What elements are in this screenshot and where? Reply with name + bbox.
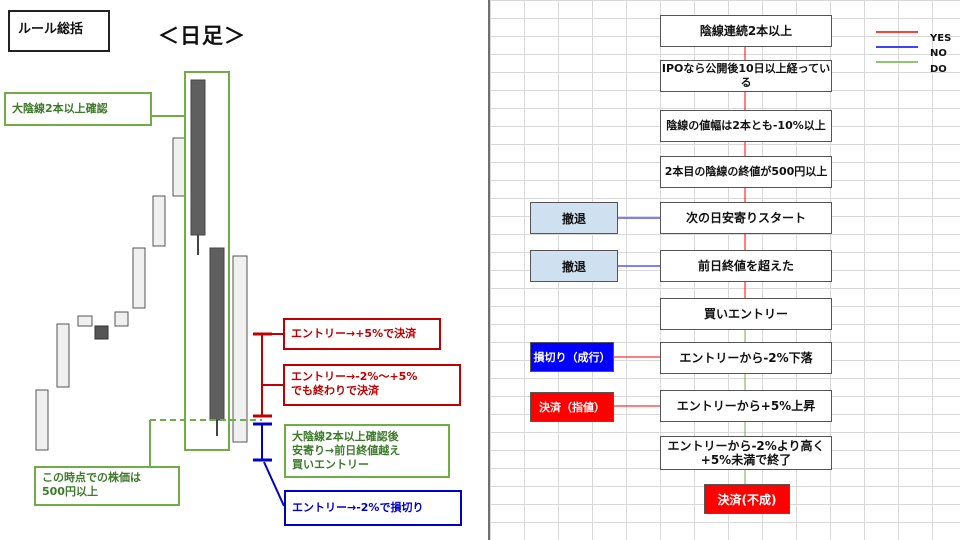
selection-frame: [184, 71, 230, 451]
legend-yes: YES: [930, 33, 952, 44]
step-close-500: 2本目の陰線の終値が500円以上: [660, 156, 832, 188]
range-line-1: エントリー→-2%〜+5%: [291, 370, 418, 383]
price-note-line-1: この時点での株価は: [42, 471, 141, 484]
candle-3: [77, 315, 93, 327]
step-between-line-1: エントリーから-2%より高く: [667, 439, 825, 453]
candle-next-day: [232, 255, 248, 443]
flowchart-panel: YES NO DO 陰線連続2本以上 IPOなら公開後10日以上経っている 陰線…: [490, 0, 960, 540]
step-range-minus-10: 陰線の値幅は2本とも-10%以上: [660, 110, 832, 142]
confirm-annotation: 大陰線2本以上確認: [4, 92, 152, 126]
price-note-line-2: 500円以上: [42, 485, 98, 498]
legend-do: DO: [930, 64, 947, 75]
step-between-end: エントリーから-2%より高く +5%未満で終了: [660, 436, 832, 470]
entry-line-2: 安寄り→前日終値越え: [292, 444, 401, 457]
step-bearish-2-candles: 陰線連続2本以上: [660, 15, 832, 47]
step-gap-down-open: 次の日安寄りスタート: [660, 202, 832, 234]
legend-no: NO: [930, 48, 947, 59]
step-buy-entry: 買いエントリー: [660, 298, 832, 330]
blue-connector: [263, 461, 285, 507]
candle-5: [114, 311, 129, 327]
entry-line-3: 買いエントリー: [292, 458, 369, 471]
candle-6: [132, 247, 146, 309]
step-exceed-prev-close: 前日終値を超えた: [660, 250, 832, 282]
stop-loss-annotation: エントリー→-2%で損切り: [284, 490, 462, 526]
candle-2: [56, 323, 70, 388]
retreat-box-2: 撤退: [530, 250, 618, 282]
range-line-2: でも終わりで決済: [291, 384, 379, 397]
candlestick-chart: [35, 71, 285, 507]
take-profit-limit-box: 決済（指値）: [530, 392, 614, 422]
candlestick-rule-panel: ルール総括 ＜日足＞ 大陰線2本以上確認 この時点での株価は 500円以上 エン…: [4, 10, 462, 526]
flowchart-connectors: [614, 31, 918, 484]
entry-annotation: 大陰線2本以上確認後 安寄り→前日終値越え 買いエントリー: [284, 424, 450, 478]
bearish-candle-2: [209, 247, 225, 421]
take-profit-annotation: エントリー→+5%で決済: [283, 318, 441, 350]
candle-8: [172, 137, 186, 197]
panel-divider: [488, 0, 490, 540]
stop-loss-market-box: 損切り（成行）: [530, 342, 614, 372]
bearish-candle-1: [190, 79, 206, 236]
rule-summary-title: ルール総括: [8, 10, 110, 52]
price-note-annotation: この時点での株価は 500円以上: [34, 466, 180, 506]
step-ipo-10-days: IPOなら公開後10日以上経っている: [660, 60, 832, 92]
final-settle-box: 決済(不成): [704, 484, 790, 514]
candle-1: [35, 389, 49, 451]
daily-chart-title: ＜日足＞: [158, 24, 246, 48]
range-annotation: エントリー→-2%〜+5% でも終わりで決済: [283, 364, 461, 406]
candle-7: [152, 195, 166, 247]
step-drop-2: エントリーから-2%下落: [660, 342, 832, 374]
step-rise-5: エントリーから+5%上昇: [660, 390, 832, 422]
step-between-line-2: +5%未満で終了: [700, 453, 792, 467]
retreat-box-1: 撤退: [530, 202, 618, 234]
entry-line-1: 大陰線2本以上確認後: [292, 430, 399, 443]
candle-4: [94, 325, 109, 340]
